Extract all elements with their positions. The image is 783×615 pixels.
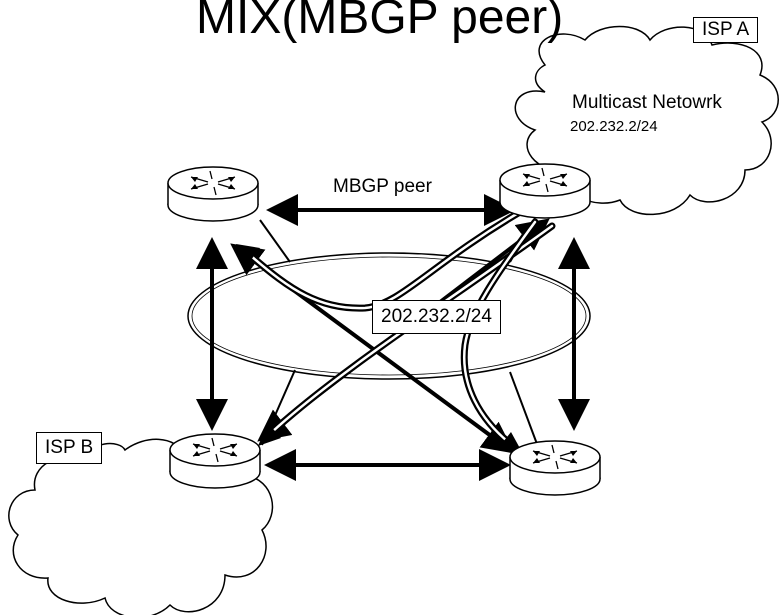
router-icon: [499, 163, 591, 219]
multicast-network-name: Multicast Netowrk: [572, 92, 722, 113]
router-icon: [169, 433, 261, 489]
mbgp-peer-label: MBGP peer: [333, 176, 432, 197]
router-icon: [509, 440, 601, 496]
multicast-network-prefix: 202.232.2/24: [570, 118, 658, 135]
exchange-prefix-label: 202.232.2/24: [372, 300, 501, 334]
router-icon: [167, 166, 259, 222]
access-line-top-left: [259, 219, 291, 263]
route-advert-to-top-left: [236, 208, 524, 312]
route-advert-to-bottom-right: [460, 218, 539, 452]
isp-a-cloud: [514, 25, 779, 216]
isp-a-label: ISP A: [693, 17, 759, 43]
diagram-title: MIX(MBGP peer): [196, 0, 564, 44]
isp-b-label: ISP B: [36, 432, 103, 464]
